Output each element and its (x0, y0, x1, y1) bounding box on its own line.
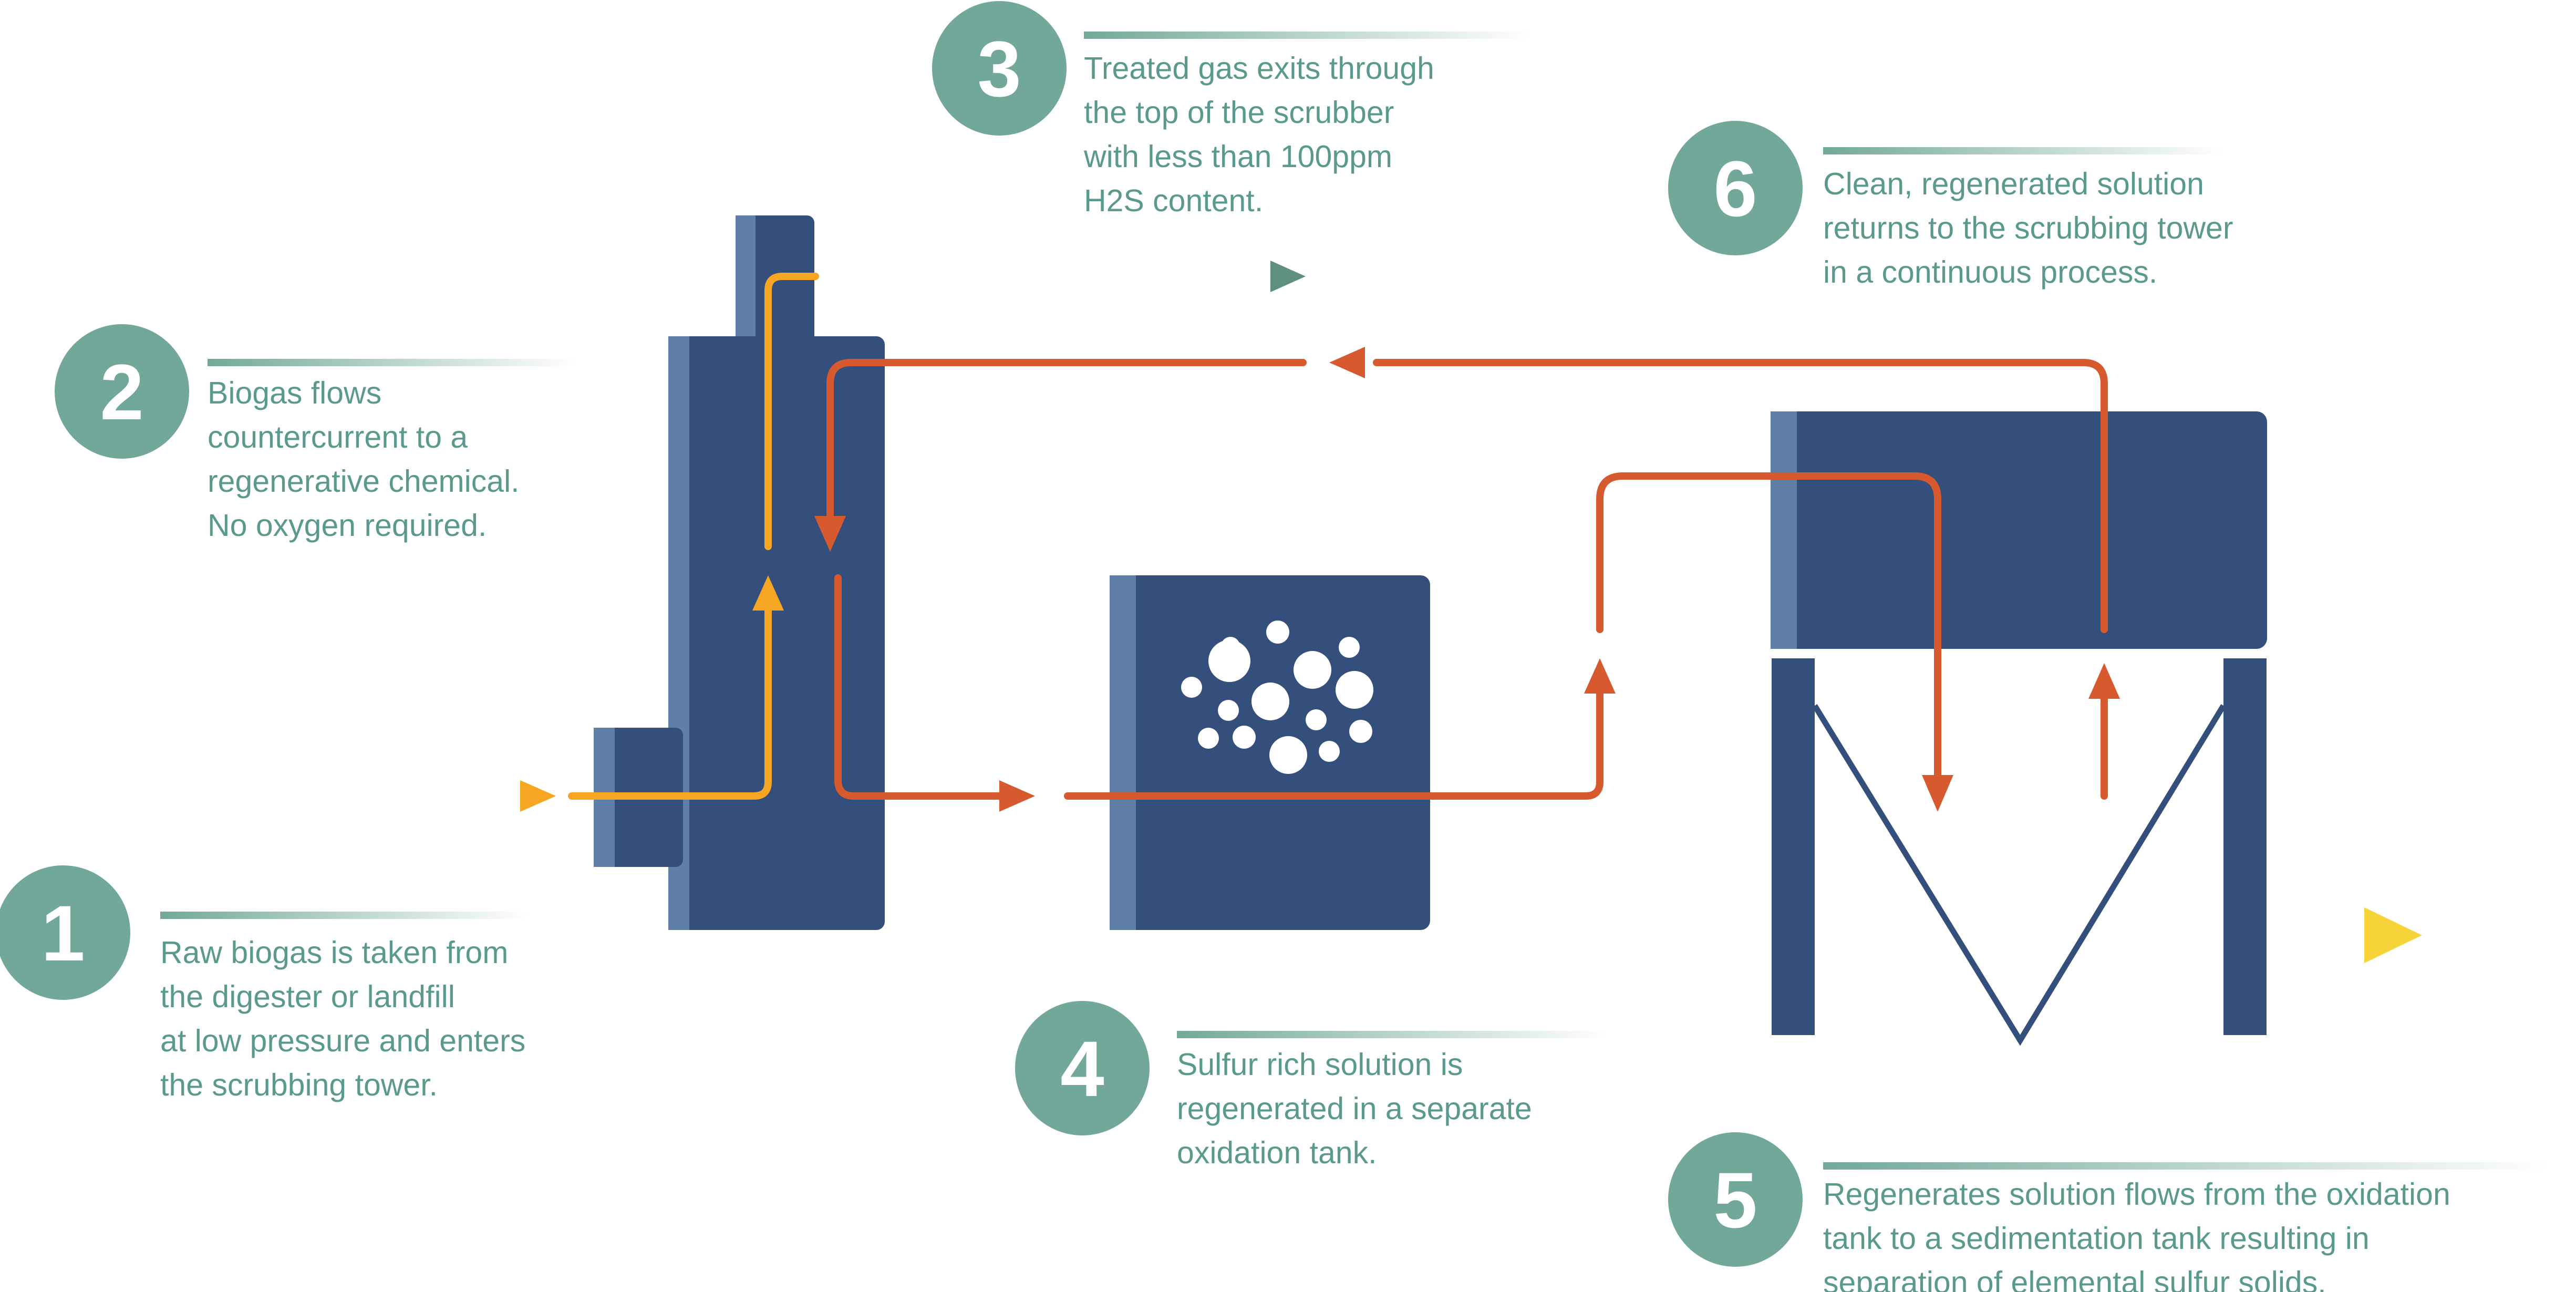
step-4: 4 Sulfur rich solution is regenerated in a… (1015, 1001, 1608, 1170)
step-divider (1084, 32, 1530, 39)
step-text-line: at low pressure and enters (160, 1024, 525, 1058)
step-text-line: Raw biogas is taken from (160, 935, 508, 970)
step-number: 6 (1713, 144, 1757, 233)
solution-flow (814, 347, 2120, 812)
step-text-line: returns to the scrubbing tower (1823, 211, 2233, 245)
step-text-line: Treated gas exits through (1084, 51, 1434, 86)
step-number-badge (932, 1, 1067, 136)
scrubbing-tower (594, 215, 885, 930)
step-text-line: Clean, regenerated solution (1823, 167, 2204, 201)
step-text-line: oxidation tank. (1177, 1135, 1377, 1170)
step-number: 2 (100, 348, 143, 436)
step-divider (1177, 1031, 1608, 1038)
step-divider (1823, 1162, 2548, 1170)
oxidation-tank (1110, 575, 1430, 930)
step-text-line: the scrubbing tower. (160, 1068, 438, 1102)
step-divider (208, 359, 575, 366)
step-number: 1 (41, 889, 85, 977)
step-text-line: Biogas flows (208, 376, 381, 410)
sedimentation-tank (1771, 411, 2267, 1046)
bubbles-icon (1181, 621, 1373, 774)
step-number-badge (0, 865, 130, 1000)
step-text-line: countercurrent to a (208, 420, 468, 454)
step-text-line: Sulfur rich solution is (1177, 1047, 1463, 1082)
step-number-badge (1668, 1132, 1803, 1267)
step-text-line: regenerated in a separate (1177, 1091, 1532, 1126)
step-text-line: Regenerates solution flows from the oxid… (1823, 1177, 2450, 1212)
biogas-flow (343, 261, 1306, 812)
step-text-line: with less than 100ppm (1083, 139, 1392, 174)
sulfur-output-arrow (2060, 907, 2422, 963)
step-number-badge (1015, 1001, 1150, 1135)
step-text-line: the digester or landfill (160, 979, 455, 1014)
step-text-line: H2S content. (1084, 183, 1263, 218)
step-number-badge (55, 324, 189, 459)
step-text-line: in a continuous process. (1823, 255, 2157, 290)
step-6: 6 Clean, regenerated solution returns to t… (1668, 121, 2233, 290)
step-text-line: the top of the scrubber (1084, 95, 1394, 130)
step-2: 2 Biogas flows countercurrent to a regenera… (55, 324, 575, 543)
step-5: 5 Regenerates solution flows from the oxi… (1668, 1132, 2548, 1292)
step-number: 3 (977, 25, 1021, 113)
step-3: 3 Treated gas exits through the top of the… (932, 1, 1530, 218)
step-divider (1823, 147, 2222, 154)
step-number: 5 (1713, 1156, 1757, 1244)
step-text-line: No oxygen required. (208, 508, 487, 543)
step-text-line: separation of elemental sulfur solids. (1823, 1265, 2326, 1292)
step-text-line: regenerative chemical. (208, 464, 520, 499)
step-divider (160, 912, 528, 919)
step-text-line: tank to a sedimentation tank resulting i… (1823, 1221, 2370, 1256)
step-number: 4 (1060, 1025, 1104, 1113)
step-number-badge (1668, 121, 1803, 255)
